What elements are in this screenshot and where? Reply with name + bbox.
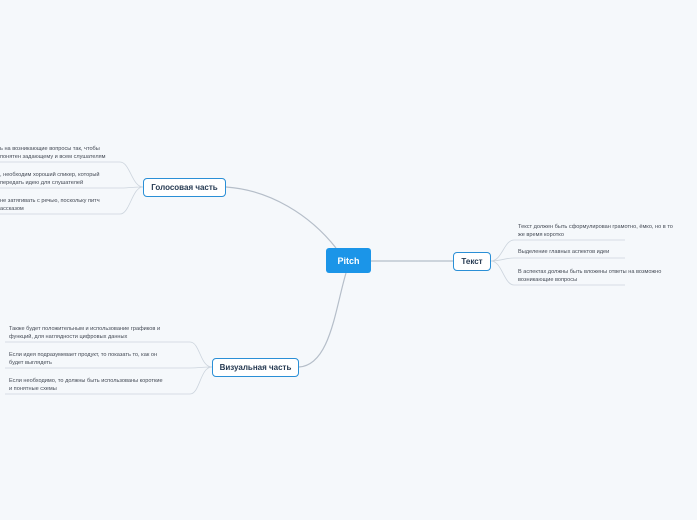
- edge-text-leaf-2: [490, 257, 625, 262]
- leaf-visual-1-line-1: Также будет положительным и использовани…: [9, 326, 161, 332]
- edge-voice-leaf-2: [0, 186, 144, 189]
- leaf-text-2-line-1: Выделение главных аспектов идеи: [518, 249, 610, 255]
- leaf-visual-3-line-1: Если необходимо, то должны быть использо…: [9, 378, 163, 384]
- leaf-voice-3[interactable]: не затягивать с речью, поскольку питч ас…: [0, 198, 100, 213]
- leaf-visual-2[interactable]: Если идея подразумевает продукт, то пока…: [9, 352, 157, 367]
- edge-text-leaf-3: [490, 260, 625, 286]
- branch-text-label: Текст: [461, 257, 483, 266]
- leaf-text-1[interactable]: Текст должен быть сформулирован грамотно…: [518, 224, 673, 239]
- edge-visual-leaf-1: [5, 341, 213, 368]
- leaf-voice-2[interactable]: , необходим хороший спикер, который пере…: [0, 172, 99, 187]
- leaf-voice-1[interactable]: ь на возникающие вопросы так, чтобы поня…: [0, 146, 105, 161]
- leaf-visual-1[interactable]: Также будет положительным и использовани…: [9, 326, 160, 341]
- leaf-text-1-line-1: Текст должен быть сформулирован грамотно…: [518, 224, 673, 230]
- leaf-text-3-line-1: В аспектах должны быть вложены ответы на…: [518, 269, 662, 275]
- edge-visual-leaf-2: [5, 366, 213, 369]
- edge-root-visual: [298, 272, 347, 368]
- edge-voice-leaf-1: [0, 161, 144, 188]
- leaf-voice-1-line-2: понятен задающему и всем слушателям: [0, 153, 106, 160]
- edge-visual-leaf-3: [5, 366, 213, 395]
- leaf-text-1-line-2: же время коротко: [518, 231, 564, 238]
- leaf-visual-2-line-1: Если идея подразумевает продукт, то пока…: [9, 352, 158, 358]
- branch-voice-label: Голосовая часть: [151, 183, 218, 192]
- leaf-visual-3-line-2: и понятные схемы: [9, 385, 57, 392]
- branch-visual-label: Визуальная часть: [219, 363, 292, 372]
- edge-voice-leaf-3: [0, 186, 144, 215]
- leaf-voice-1-line-1: ь на возникающие вопросы так, чтобы: [0, 146, 100, 152]
- leaf-visual-2-line-2: будет выглядеть: [9, 359, 52, 366]
- branch-node-text[interactable]: Текст: [453, 252, 491, 271]
- branch-node-visual[interactable]: Визуальная часть: [212, 358, 299, 377]
- root-node-pitch[interactable]: Pitch: [326, 248, 371, 273]
- leaf-text-3[interactable]: В аспектах должны быть вложены ответы на…: [518, 269, 661, 284]
- root-node-label: Pitch: [337, 255, 360, 266]
- leaf-text-2[interactable]: Выделение главных аспектов идеи: [518, 249, 609, 257]
- edge-root-voice: [225, 186, 337, 249]
- leaf-voice-2-line-2: передать идею для слушателей: [0, 179, 84, 186]
- leaf-voice-3-line-1: не затягивать с речью, поскольку питч: [0, 198, 100, 204]
- leaf-voice-3-line-2: ассказом: [0, 205, 24, 212]
- leaf-voice-2-line-1: , необходим хороший спикер, который: [0, 172, 100, 178]
- leaf-visual-1-line-2: функций, для наглядности цифровых данных: [9, 333, 128, 340]
- leaf-text-3-line-2: возникающие вопросы: [518, 276, 578, 283]
- edge-text-leaf-1: [490, 239, 625, 262]
- branch-node-voice[interactable]: Голосовая часть: [143, 178, 226, 197]
- leaf-visual-3[interactable]: Если необходимо, то должны быть использо…: [9, 378, 163, 393]
